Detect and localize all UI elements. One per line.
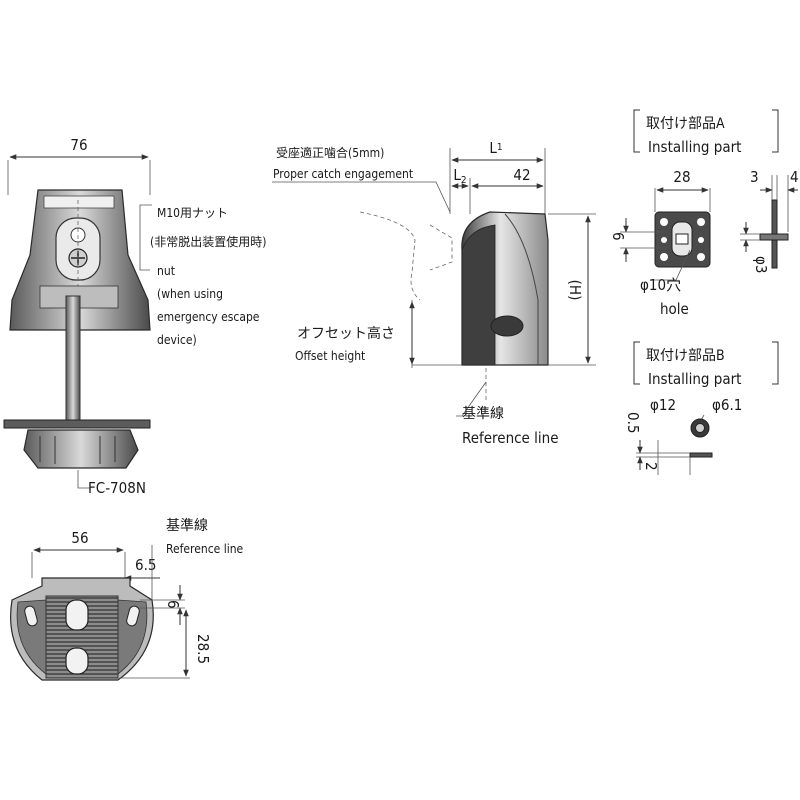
- label-reference-jp: 基準線: [462, 405, 504, 422]
- dim-partB-2: 2: [642, 462, 660, 471]
- bottom-view: 56 6.5 基準線 Reference line 6 28.5: [10, 517, 244, 681]
- label-catch-jp: 受座適正噛合(5mm): [276, 145, 384, 160]
- label-nut-en-1: nut: [157, 264, 175, 278]
- dim-side-L2: L2: [453, 166, 466, 186]
- dim-partA-3: 3: [750, 168, 759, 186]
- mount-plate: [3, 419, 151, 429]
- label-nut-jp: M10用ナット: [157, 206, 228, 220]
- dim-side-42: 42: [513, 166, 530, 184]
- shaft: [65, 295, 81, 421]
- label-partB-jp: 取付け部品B: [646, 348, 725, 364]
- label-partB-en: Installing part: [648, 370, 741, 388]
- label-offset-jp: オフセット高さ: [297, 325, 395, 342]
- dim-partA-phi10: φ10穴: [640, 276, 681, 294]
- installing-part-a: 取付け部品A Installing part 28 6 φ10穴 hole: [609, 109, 799, 318]
- label-catch-en: Proper catch engagement: [273, 167, 413, 181]
- front-view: 76 M10用ナット (非常脱出装置使用時) nut (when using e…: [3, 136, 266, 497]
- label-partA-hole: hole: [660, 300, 689, 318]
- dim-bottom-28-5: 28.5: [194, 634, 212, 664]
- dim-side-L1: L1: [489, 139, 502, 157]
- label-model: FC-708N: [88, 479, 146, 497]
- dim-partB-0-5: 0.5: [624, 412, 642, 433]
- dim-front-width: 76: [70, 136, 87, 154]
- dim-bottom-width: 56: [71, 529, 88, 547]
- dim-partA-phi3: φ3: [752, 256, 770, 273]
- dim-partA-4: 4: [790, 168, 799, 186]
- dim-partA-6: 6: [609, 232, 627, 241]
- partB-profile: [689, 452, 713, 458]
- label-offset-en: Offset height: [295, 349, 365, 363]
- side-view: 受座適正噛合(5mm) Proper catch engagement L1 L…: [272, 139, 596, 447]
- side-slot-hole: [490, 315, 524, 337]
- dim-bottom-6: 6: [164, 600, 182, 609]
- installing-part-b: 取付け部品B Installing part φ12 φ6.1 0.5 2: [624, 341, 779, 475]
- label-partA-jp: 取付け部品A: [646, 116, 725, 132]
- dim-partB-phi6-1: φ6.1: [712, 396, 742, 414]
- label-partA-en: Installing part: [648, 138, 741, 156]
- label-reference-bottom-jp: 基準線: [166, 517, 208, 534]
- knob: [23, 429, 139, 469]
- label-nut-jp-sub: (非常脱出装置使用時): [150, 234, 266, 249]
- dim-bottom-6-5: 6.5: [135, 556, 156, 574]
- label-nut-en-3: emergency escape: [157, 310, 260, 324]
- label-nut-en-2: (when using: [157, 287, 223, 301]
- label-reference-bottom-en: Reference line: [166, 542, 244, 556]
- dim-side-H: (H): [566, 280, 584, 301]
- label-reference-en: Reference line: [462, 429, 559, 447]
- dim-partB-phi12: φ12: [650, 396, 676, 414]
- dim-partA-28: 28: [673, 168, 690, 186]
- label-nut-en-4: device): [157, 333, 197, 347]
